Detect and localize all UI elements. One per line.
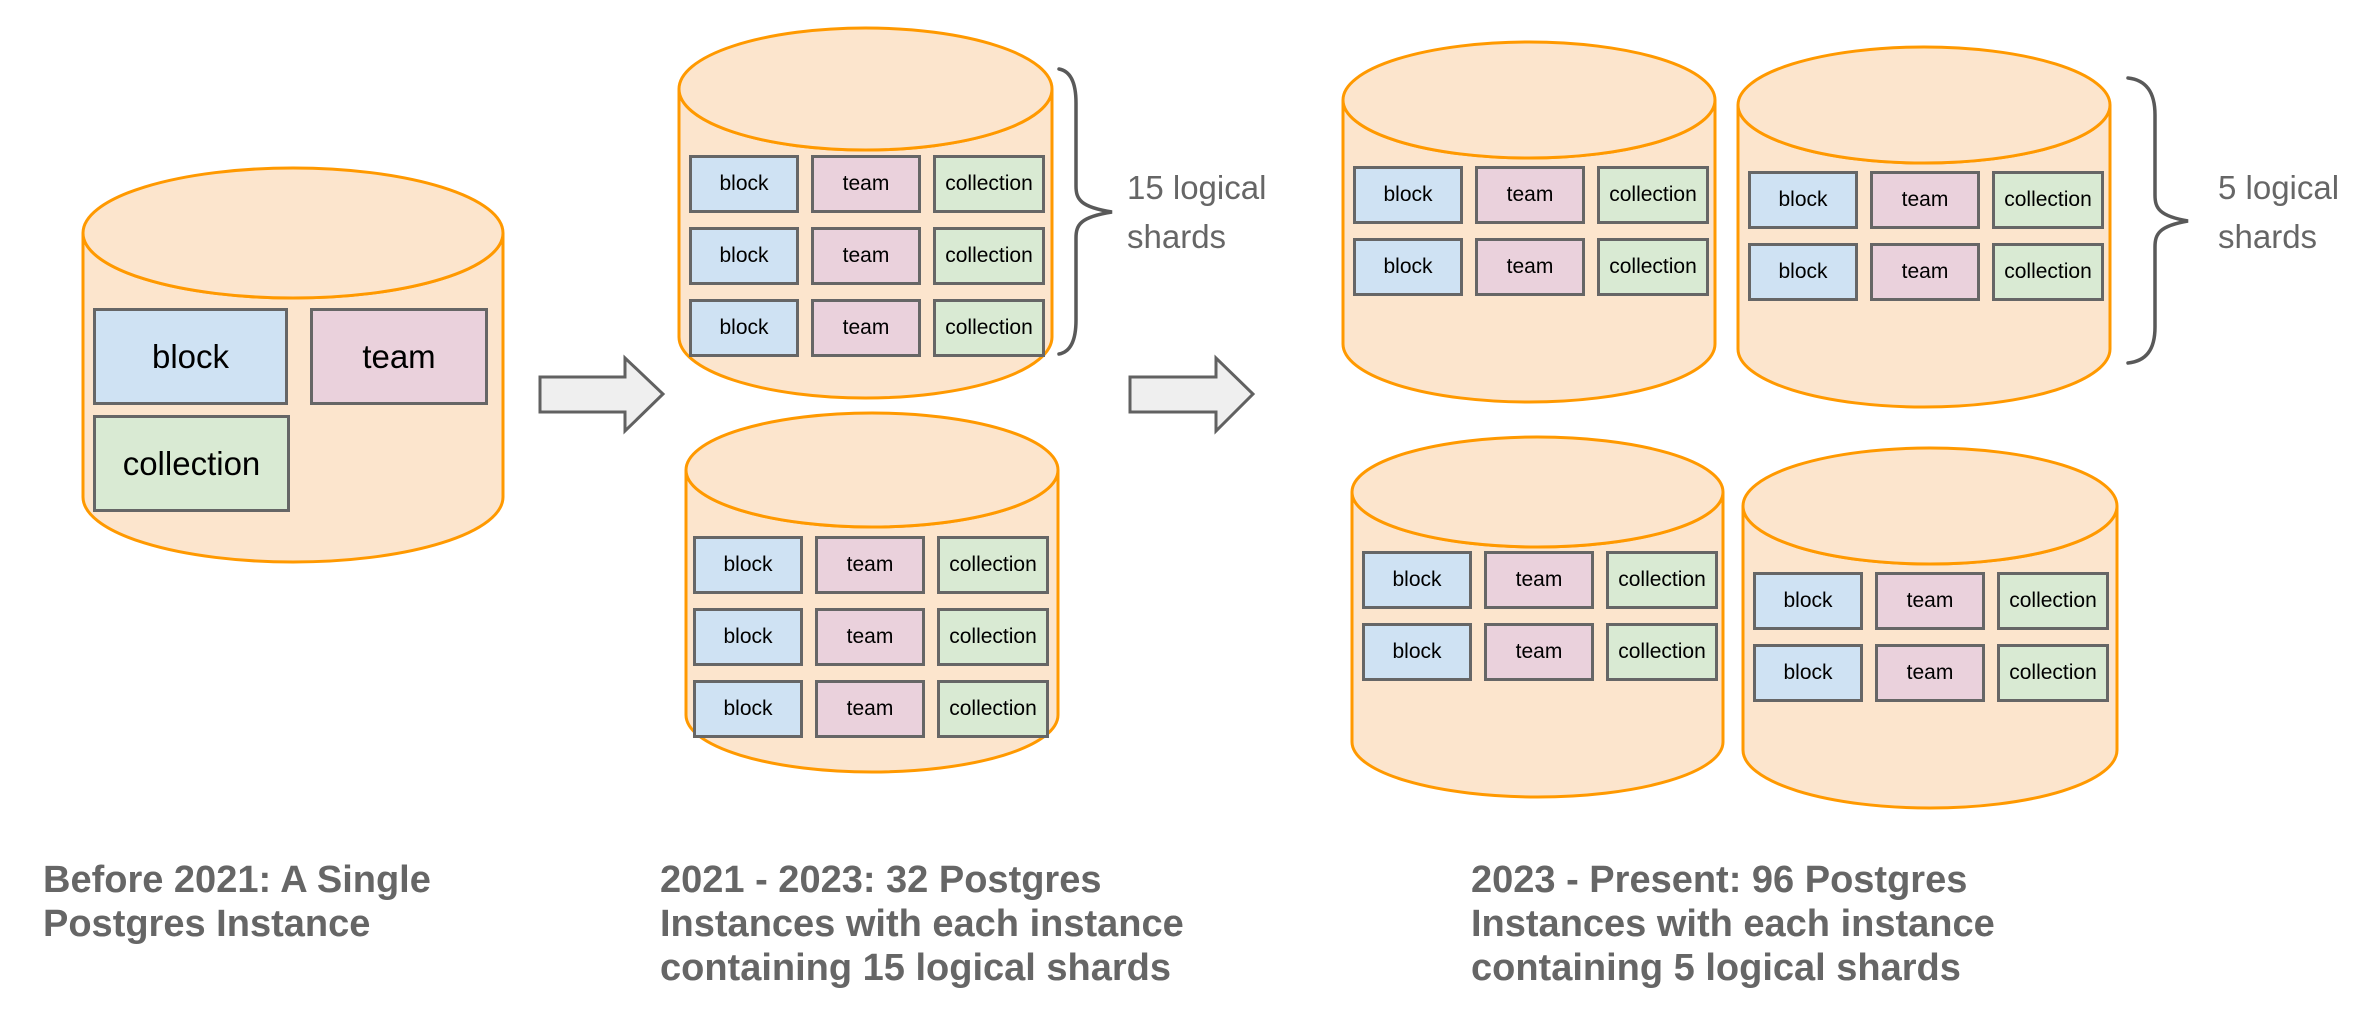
shard-table-right-bottom-left: block team collection block team collect… <box>1362 551 1718 681</box>
shard-cell-team: team <box>811 155 921 213</box>
shard-cell-block: block <box>693 536 803 594</box>
shard-cell-collection: collection <box>1997 572 2109 630</box>
shard-cell-team: team <box>1870 243 1980 301</box>
shard-table-right-top-left: block team collection block team collect… <box>1353 166 1709 296</box>
arrow-right-icon <box>538 354 666 435</box>
shard-cell-team: team <box>811 299 921 357</box>
shard-table-mid-bottom: block team collection block team collect… <box>693 536 1049 738</box>
shard-cell-block: block <box>1748 243 1858 301</box>
shard-cell-collection: collection <box>1597 166 1709 224</box>
shard-cell-team: team <box>815 680 925 738</box>
shard-table-right-bottom-right: block team collection block team collect… <box>1753 572 2109 702</box>
shard-cell-collection: collection <box>937 536 1049 594</box>
shard-cell-collection: collection <box>1997 644 2109 702</box>
shard-cell-block: block <box>1353 166 1463 224</box>
shard-cell-block: block <box>1753 644 1863 702</box>
shard-cell-team: team <box>815 608 925 666</box>
shard-cell-team: team <box>1875 572 1985 630</box>
table-collection: collection <box>93 415 290 512</box>
stage-caption-2021-2023: 2021 - 2023: 32 Postgres Instances with … <box>660 859 1184 989</box>
shard-cell-collection: collection <box>933 227 1045 285</box>
shard-cell-collection: collection <box>933 299 1045 357</box>
shard-cell-block: block <box>1353 238 1463 296</box>
shard-cell-team: team <box>811 227 921 285</box>
shard-cell-block: block <box>1362 623 1472 681</box>
shard-cell-block: block <box>693 680 803 738</box>
shard-cell-team: team <box>1475 166 1585 224</box>
shard-cell-collection: collection <box>1597 238 1709 296</box>
shard-table-right-top-right: block team collection block team collect… <box>1748 171 2104 301</box>
shard-cell-collection: collection <box>933 155 1045 213</box>
shard-cell-team: team <box>815 536 925 594</box>
shard-cell-block: block <box>693 608 803 666</box>
shard-cell-team: team <box>1484 551 1594 609</box>
stage-caption-before-2021: Before 2021: A Single Postgres Instance <box>43 859 431 945</box>
table-block: block <box>93 308 288 405</box>
shard-cell-team: team <box>1870 171 1980 229</box>
stage-caption-2023-present: 2023 - Present: 96 Postgres Instances wi… <box>1471 859 1995 989</box>
brace-15-shards-icon <box>1057 67 1113 356</box>
shard-table-mid-top: block team collection block team collect… <box>689 155 1045 357</box>
shard-cell-collection: collection <box>937 608 1049 666</box>
shard-cell-collection: collection <box>1606 551 1718 609</box>
shard-cell-collection: collection <box>1992 171 2104 229</box>
arrow-right-icon <box>1128 354 1256 435</box>
shard-cell-collection: collection <box>937 680 1049 738</box>
shard-cell-block: block <box>689 227 799 285</box>
shard-cell-team: team <box>1875 644 1985 702</box>
shard-cell-block: block <box>1748 171 1858 229</box>
shard-cell-block: block <box>1753 572 1863 630</box>
shard-cell-team: team <box>1484 623 1594 681</box>
shard-cell-block: block <box>1362 551 1472 609</box>
brace-5-shards-icon <box>2126 76 2189 365</box>
shard-cell-team: team <box>1475 238 1585 296</box>
shard-count-label-15: 15 logical shards <box>1127 169 1267 255</box>
shard-count-label-5: 5 logical shards <box>2218 169 2340 255</box>
shard-cell-block: block <box>689 155 799 213</box>
table-team: team <box>310 308 488 405</box>
shard-cell-block: block <box>689 299 799 357</box>
shard-cell-collection: collection <box>1992 243 2104 301</box>
shard-cell-collection: collection <box>1606 623 1718 681</box>
